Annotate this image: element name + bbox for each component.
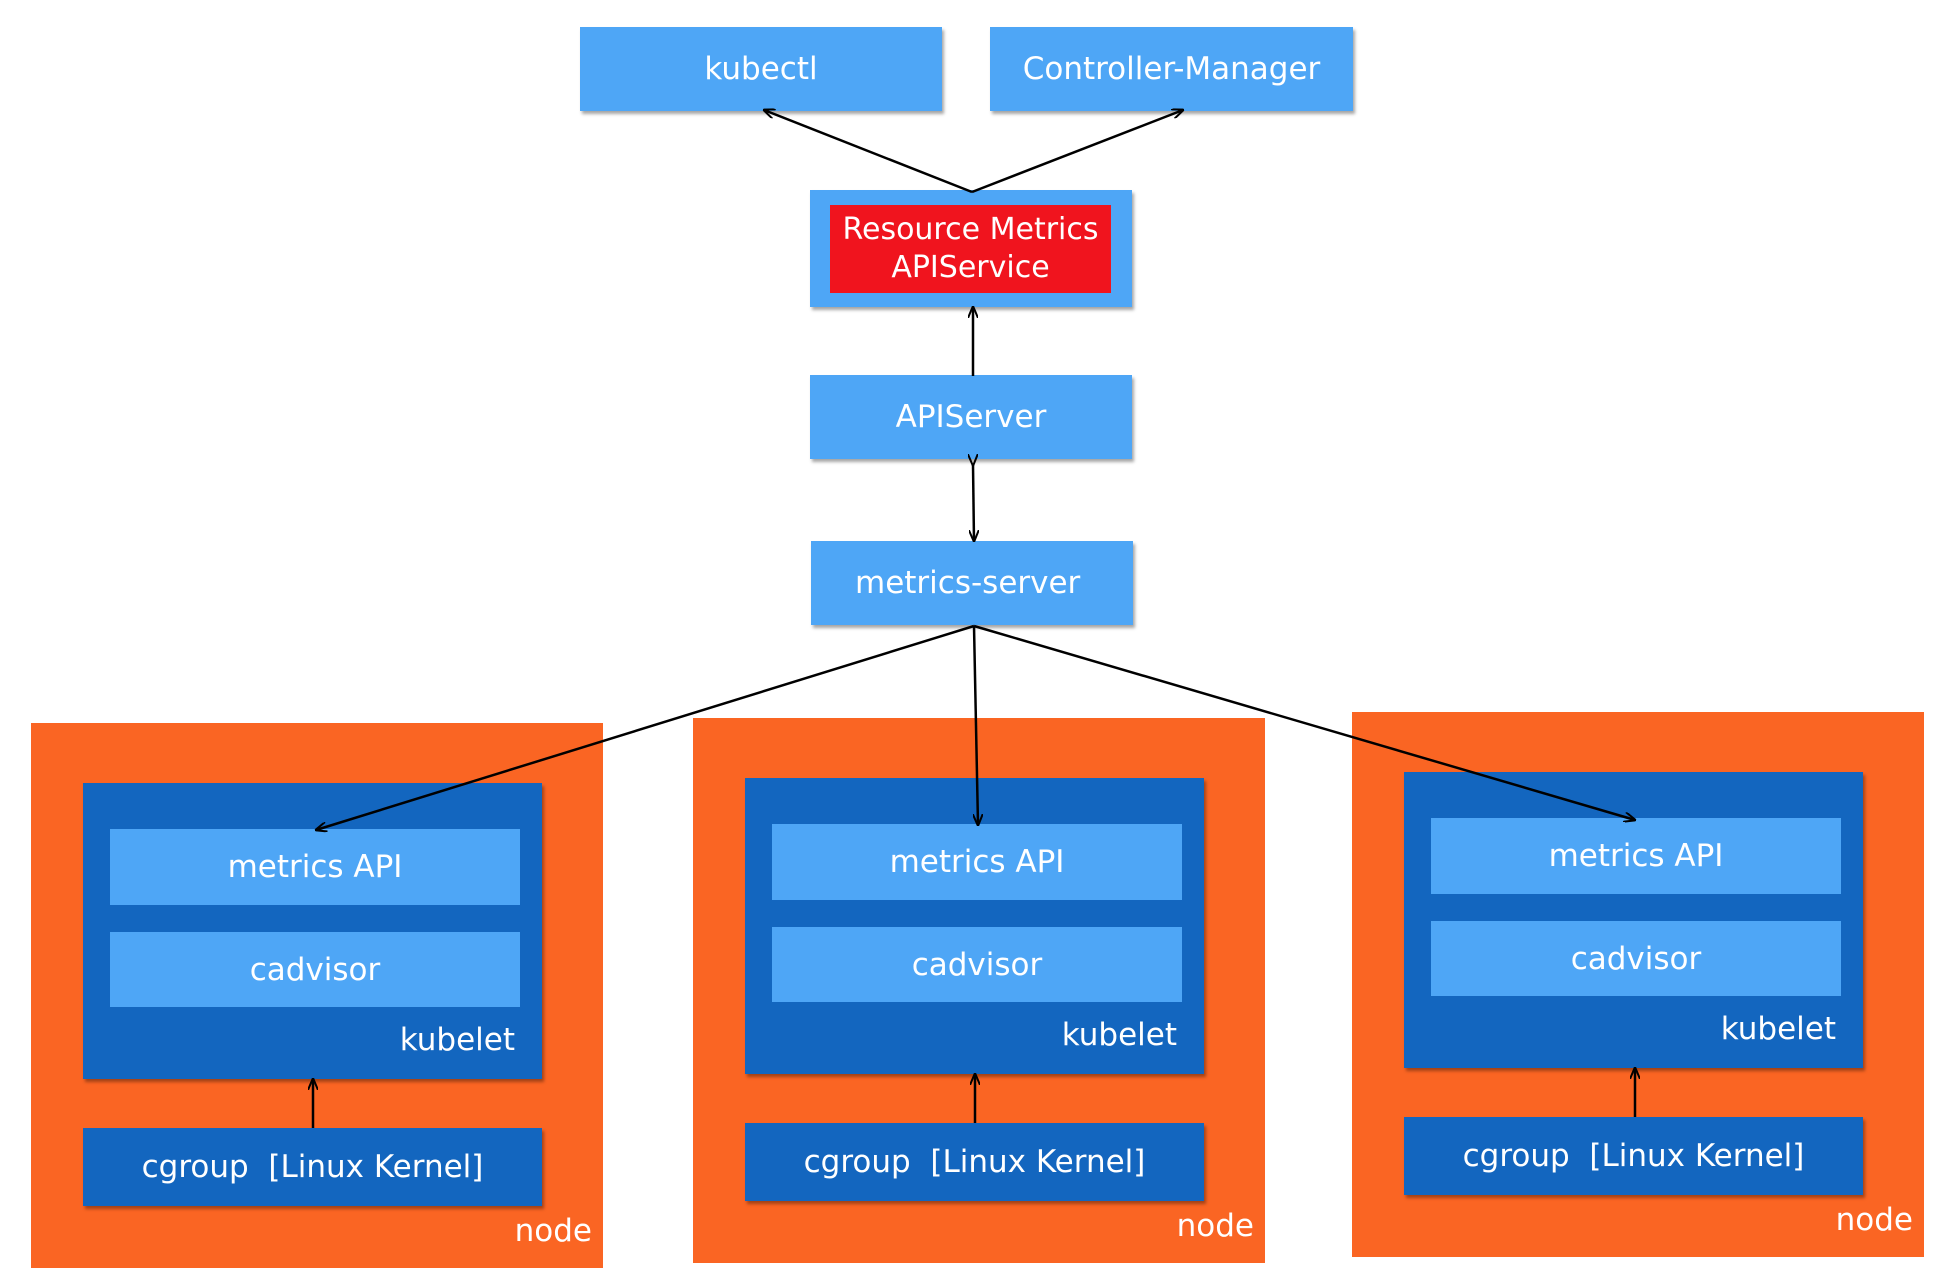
node-label: node [1835, 1202, 1913, 1238]
arrow-to-kubectl [764, 110, 973, 194]
arrow-to-node-1 [316, 624, 975, 830]
kubelet-label: kubelet [1720, 1011, 1836, 1047]
arrow-to-controller-manager [971, 110, 1183, 194]
kubectl-label: kubectl [704, 51, 818, 87]
cgroup-label: cgroup [Linux Kernel] [141, 1149, 484, 1185]
metrics-api-label: metrics API [227, 849, 403, 885]
cadvisor-box: cadvisor [1431, 921, 1841, 996]
arrow-to-node-2 [972, 625, 978, 825]
metrics-api-box: metrics API [772, 824, 1182, 900]
apiserver-box: APIServer [810, 375, 1132, 459]
cgroup-label: cgroup [Linux Kernel] [803, 1144, 1146, 1180]
cadvisor-label: cadvisor [1570, 940, 1702, 977]
cadvisor-box: cadvisor [110, 932, 520, 1007]
controller-manager-label: Controller-Manager [1022, 51, 1321, 87]
controller-manager-box: Controller-Manager [990, 27, 1353, 111]
kubelet-label: kubelet [399, 1022, 515, 1058]
cadvisor-box: cadvisor [772, 927, 1182, 1002]
kubelet-box: metrics API cadvisor kubelet [83, 783, 542, 1079]
cgroup-box: cgroup [Linux Kernel] [83, 1128, 542, 1206]
metrics-server-box: metrics-server [811, 541, 1133, 625]
metrics-api-box: metrics API [1431, 818, 1841, 894]
metrics-server-label: metrics-server [855, 565, 1081, 601]
node-3: metrics API cadvisor kubelet cgroup [Lin… [1352, 712, 1924, 1257]
node-label: node [514, 1213, 592, 1249]
node-1: metrics API cadvisor kubelet cgroup [Lin… [31, 723, 603, 1268]
node-2: metrics API cadvisor kubelet cgroup [Lin… [693, 718, 1265, 1263]
resource-metrics-apiservice-label: Resource Metrics APIService [842, 212, 1099, 285]
metrics-api-label: metrics API [889, 844, 1065, 880]
cgroup-box: cgroup [Linux Kernel] [745, 1123, 1204, 1201]
metrics-api-label: metrics API [1548, 838, 1724, 874]
cadvisor-label: cadvisor [249, 951, 381, 988]
kubelet-label: kubelet [1061, 1017, 1177, 1053]
arrow-to-node-3 [973, 624, 1635, 820]
cgroup-box: cgroup [Linux Kernel] [1404, 1117, 1863, 1195]
arrow-apiserver-metrics-server [973, 465, 974, 541]
apiserver-label: APIServer [895, 399, 1047, 435]
kubectl-box: kubectl [580, 27, 942, 111]
resource-metrics-container: Resource Metrics APIService [810, 190, 1132, 307]
cadvisor-label: cadvisor [911, 946, 1043, 983]
kubelet-box: metrics API cadvisor kubelet [745, 778, 1204, 1074]
node-label: node [1176, 1208, 1254, 1244]
metrics-api-box: metrics API [110, 829, 520, 905]
resource-metrics-apiservice-box: Resource Metrics APIService [830, 205, 1111, 293]
cgroup-label: cgroup [Linux Kernel] [1462, 1138, 1805, 1174]
